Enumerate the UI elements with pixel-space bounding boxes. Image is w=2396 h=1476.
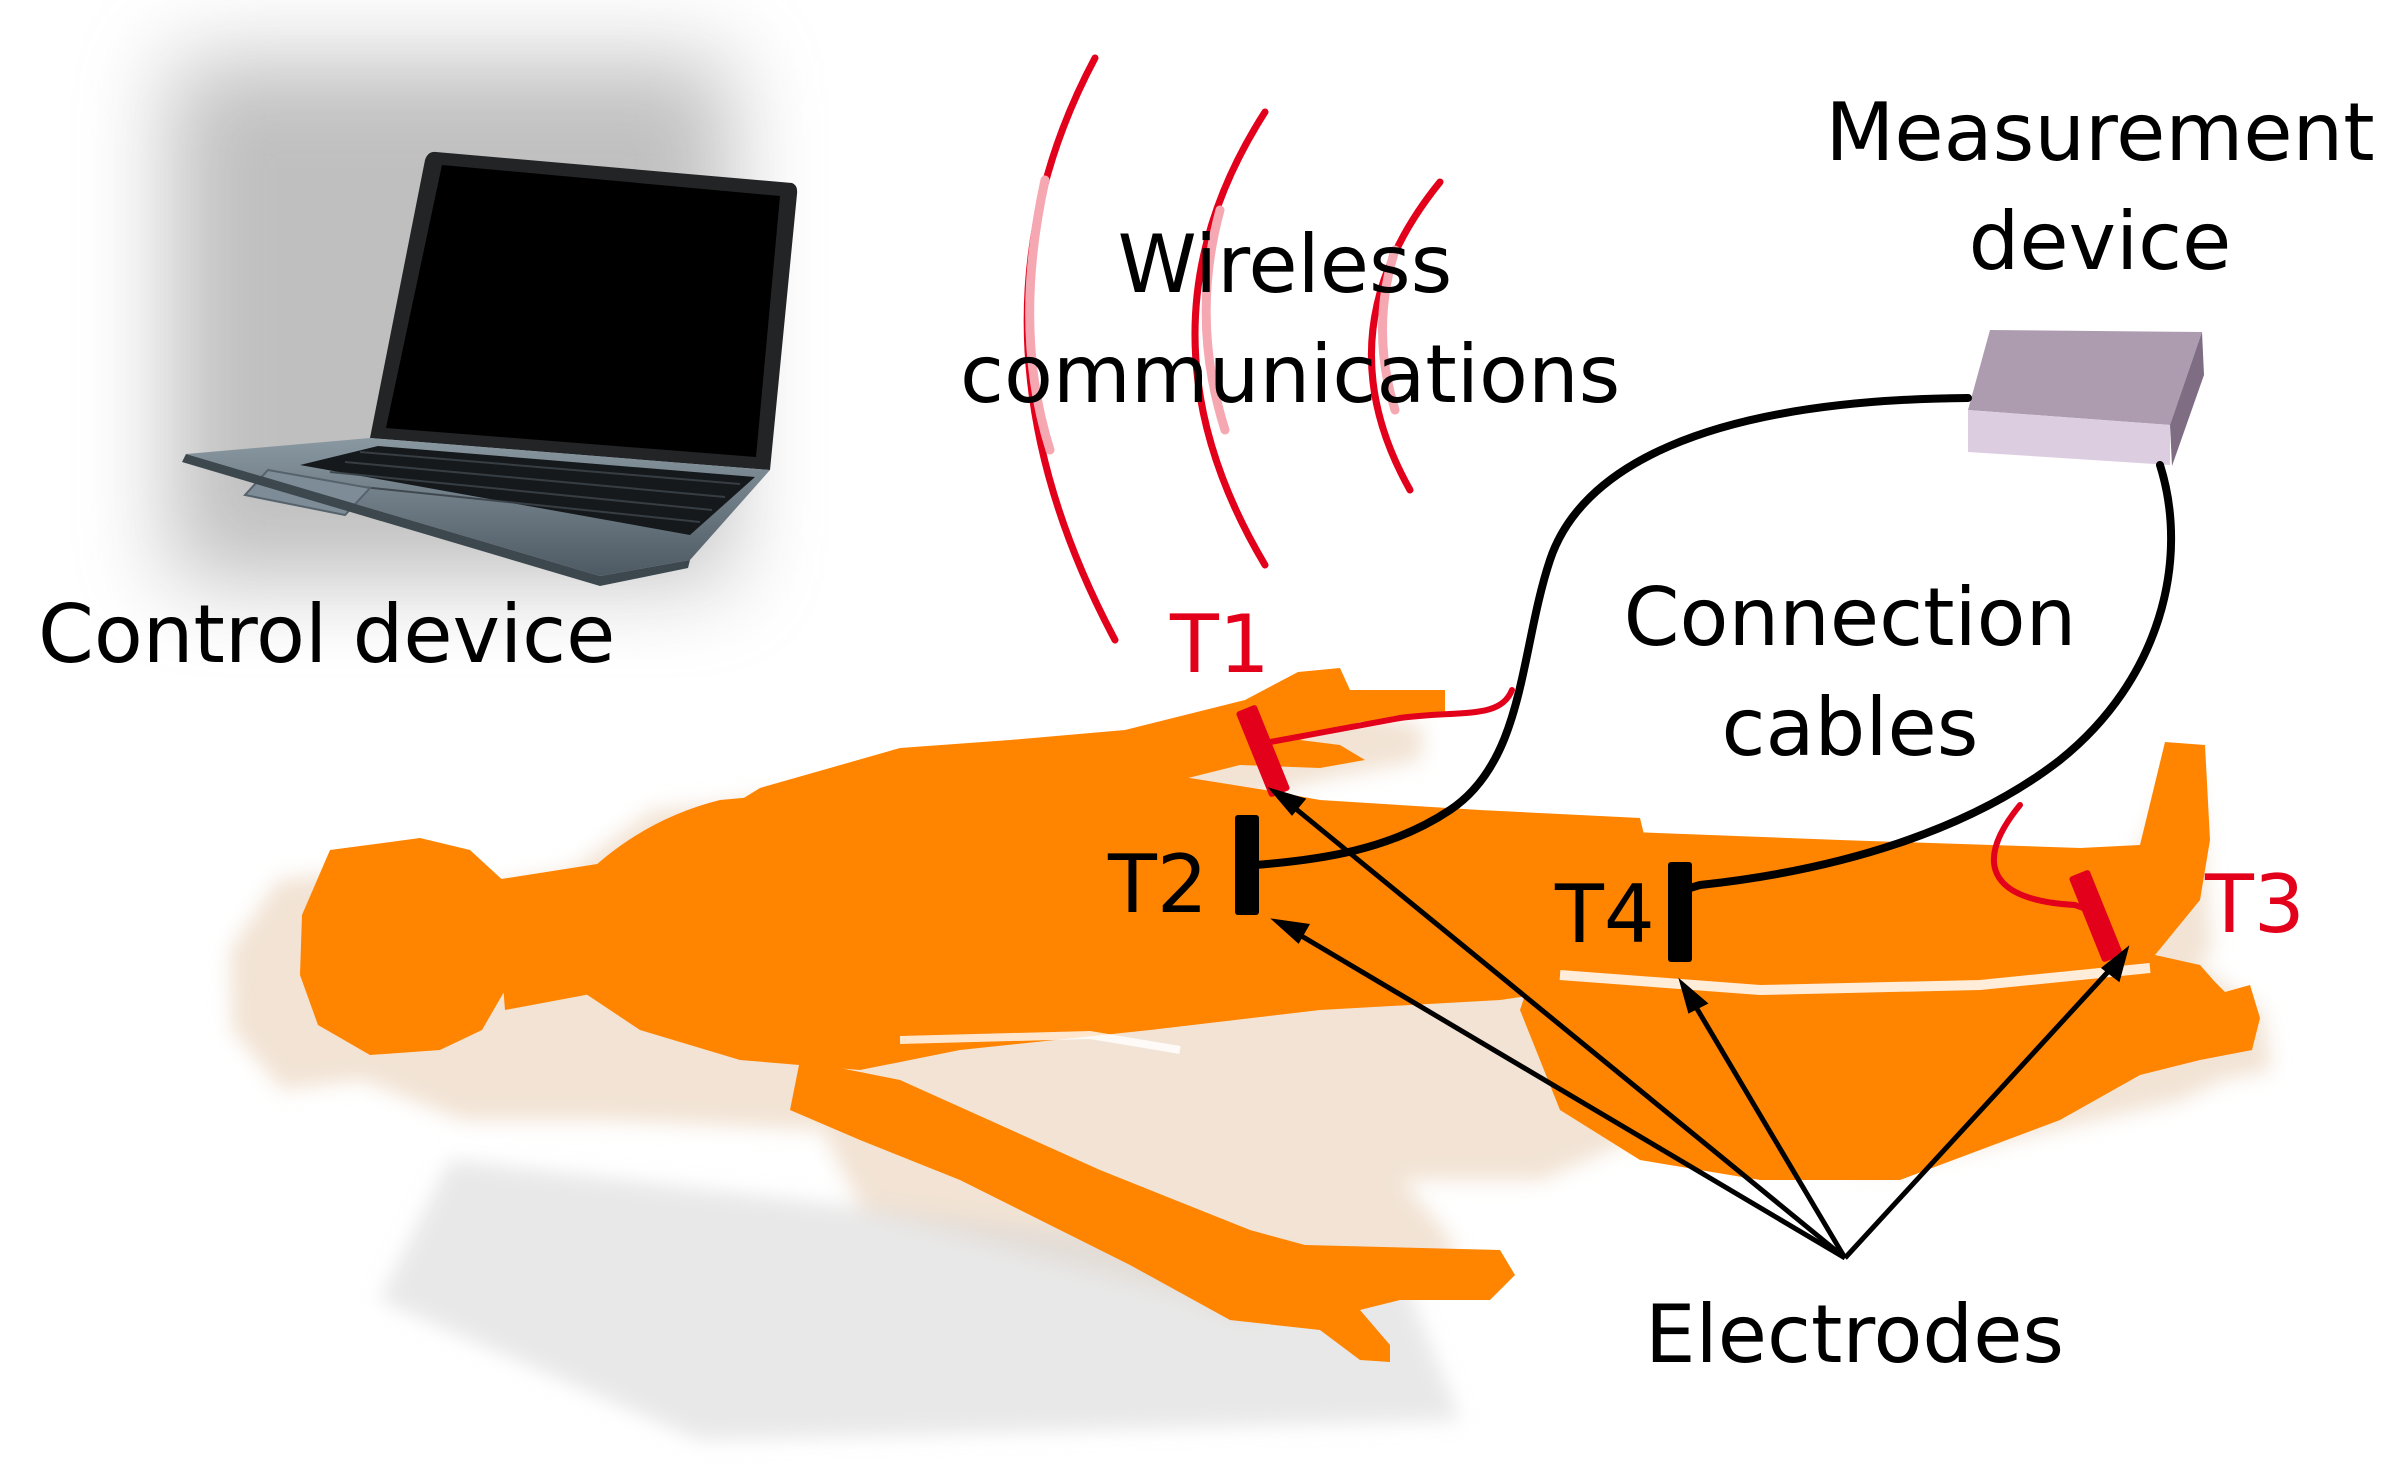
wireless-label-line2: communications [960,328,1621,421]
t3-label: T3 [2205,858,2305,951]
connection-label-line1: Connection [1623,571,2077,664]
electrode-t4 [1668,862,1692,962]
t1-label: T1 [1170,598,1270,691]
t2-label: T2 [1108,838,1208,931]
t4-label: T4 [1555,868,1655,961]
connection-cables [1251,394,2176,915]
laptop-icon [170,60,798,586]
electrode-t2 [1235,815,1259,915]
electrode-arrows [1267,787,2130,1261]
arm-gap [899,1030,1181,1054]
human-body-silhouette [300,668,2260,1362]
device-box-icon [1968,330,2204,466]
wireless-label-line1: Wireless [1117,218,1453,311]
measurement-label-line1: Measurement [1825,86,2375,179]
electrode-t3 [2069,870,2123,962]
leg-gap [1559,963,2151,996]
control-device-label: Control device [38,588,616,681]
connection-label-line2: cables [1721,681,1979,774]
wireless-waves-icon [1023,54,1444,644]
electrode-t1 [1236,705,1290,797]
electrodes-label: Electrodes [1645,1288,2065,1381]
measurement-label-line2: device [1968,195,2232,288]
